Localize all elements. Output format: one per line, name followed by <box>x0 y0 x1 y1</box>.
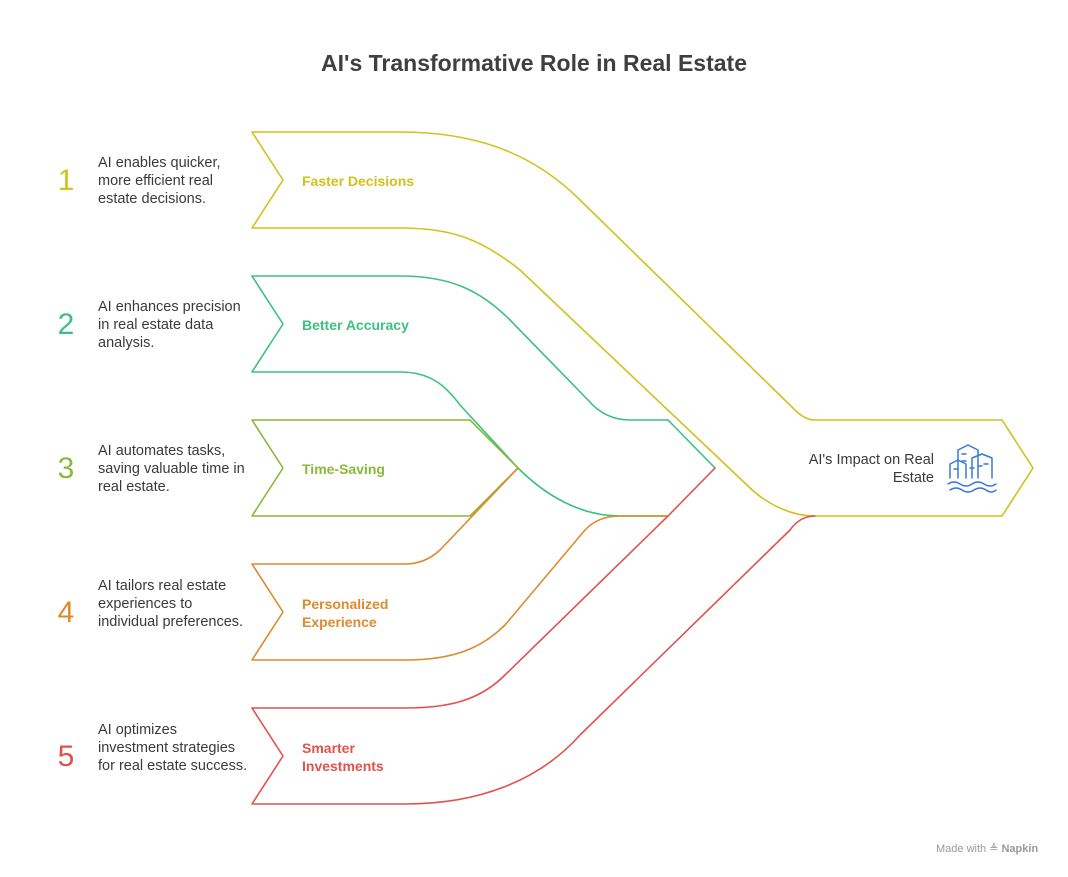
flow-personalized-experience <box>251 467 669 661</box>
item-number-2: 2 <box>57 308 75 341</box>
item-number-5: 5 <box>57 740 75 773</box>
item-label-3: Time-Saving <box>302 461 385 477</box>
item-label-5: Smarter Investments <box>302 740 384 774</box>
buildings-icon <box>947 444 997 493</box>
flow-faster-decisions <box>251 131 1034 517</box>
item-label-2: Better Accuracy <box>302 317 409 333</box>
diagram-title: AI's Transformative Role in Real Estate <box>320 50 747 76</box>
item-number-3: 3 <box>57 452 75 485</box>
item-description-4: AI tailors real estate experiences to in… <box>98 578 244 630</box>
item-description-2: AI enhances precision in real estate dat… <box>98 299 241 351</box>
item-label-1: Faster Decisions <box>302 173 415 189</box>
flow-smarter-investments <box>251 467 816 805</box>
footer-credit[interactable]: Made with ≜ Napkin <box>936 842 1038 855</box>
footer-brand: Napkin <box>1001 843 1039 855</box>
item-description-1: AI enables quicker, more efficient real … <box>98 155 221 207</box>
item-number-4: 4 <box>57 596 75 629</box>
item-description-3: AI automates tasks, saving valuable time… <box>98 443 245 495</box>
napkin-logo-icon: ≜ <box>989 843 999 855</box>
footer-prefix: Made with <box>936 843 987 855</box>
item-description-5: AI optimizes investment strategies for r… <box>98 722 248 774</box>
flow-time-saving <box>251 419 519 517</box>
target-label: AI's Impact on Real Estate <box>808 452 934 486</box>
item-label-4: Personalized Experience <box>302 596 389 630</box>
flow-better-accuracy <box>251 275 716 517</box>
item-number-1: 1 <box>57 164 75 197</box>
